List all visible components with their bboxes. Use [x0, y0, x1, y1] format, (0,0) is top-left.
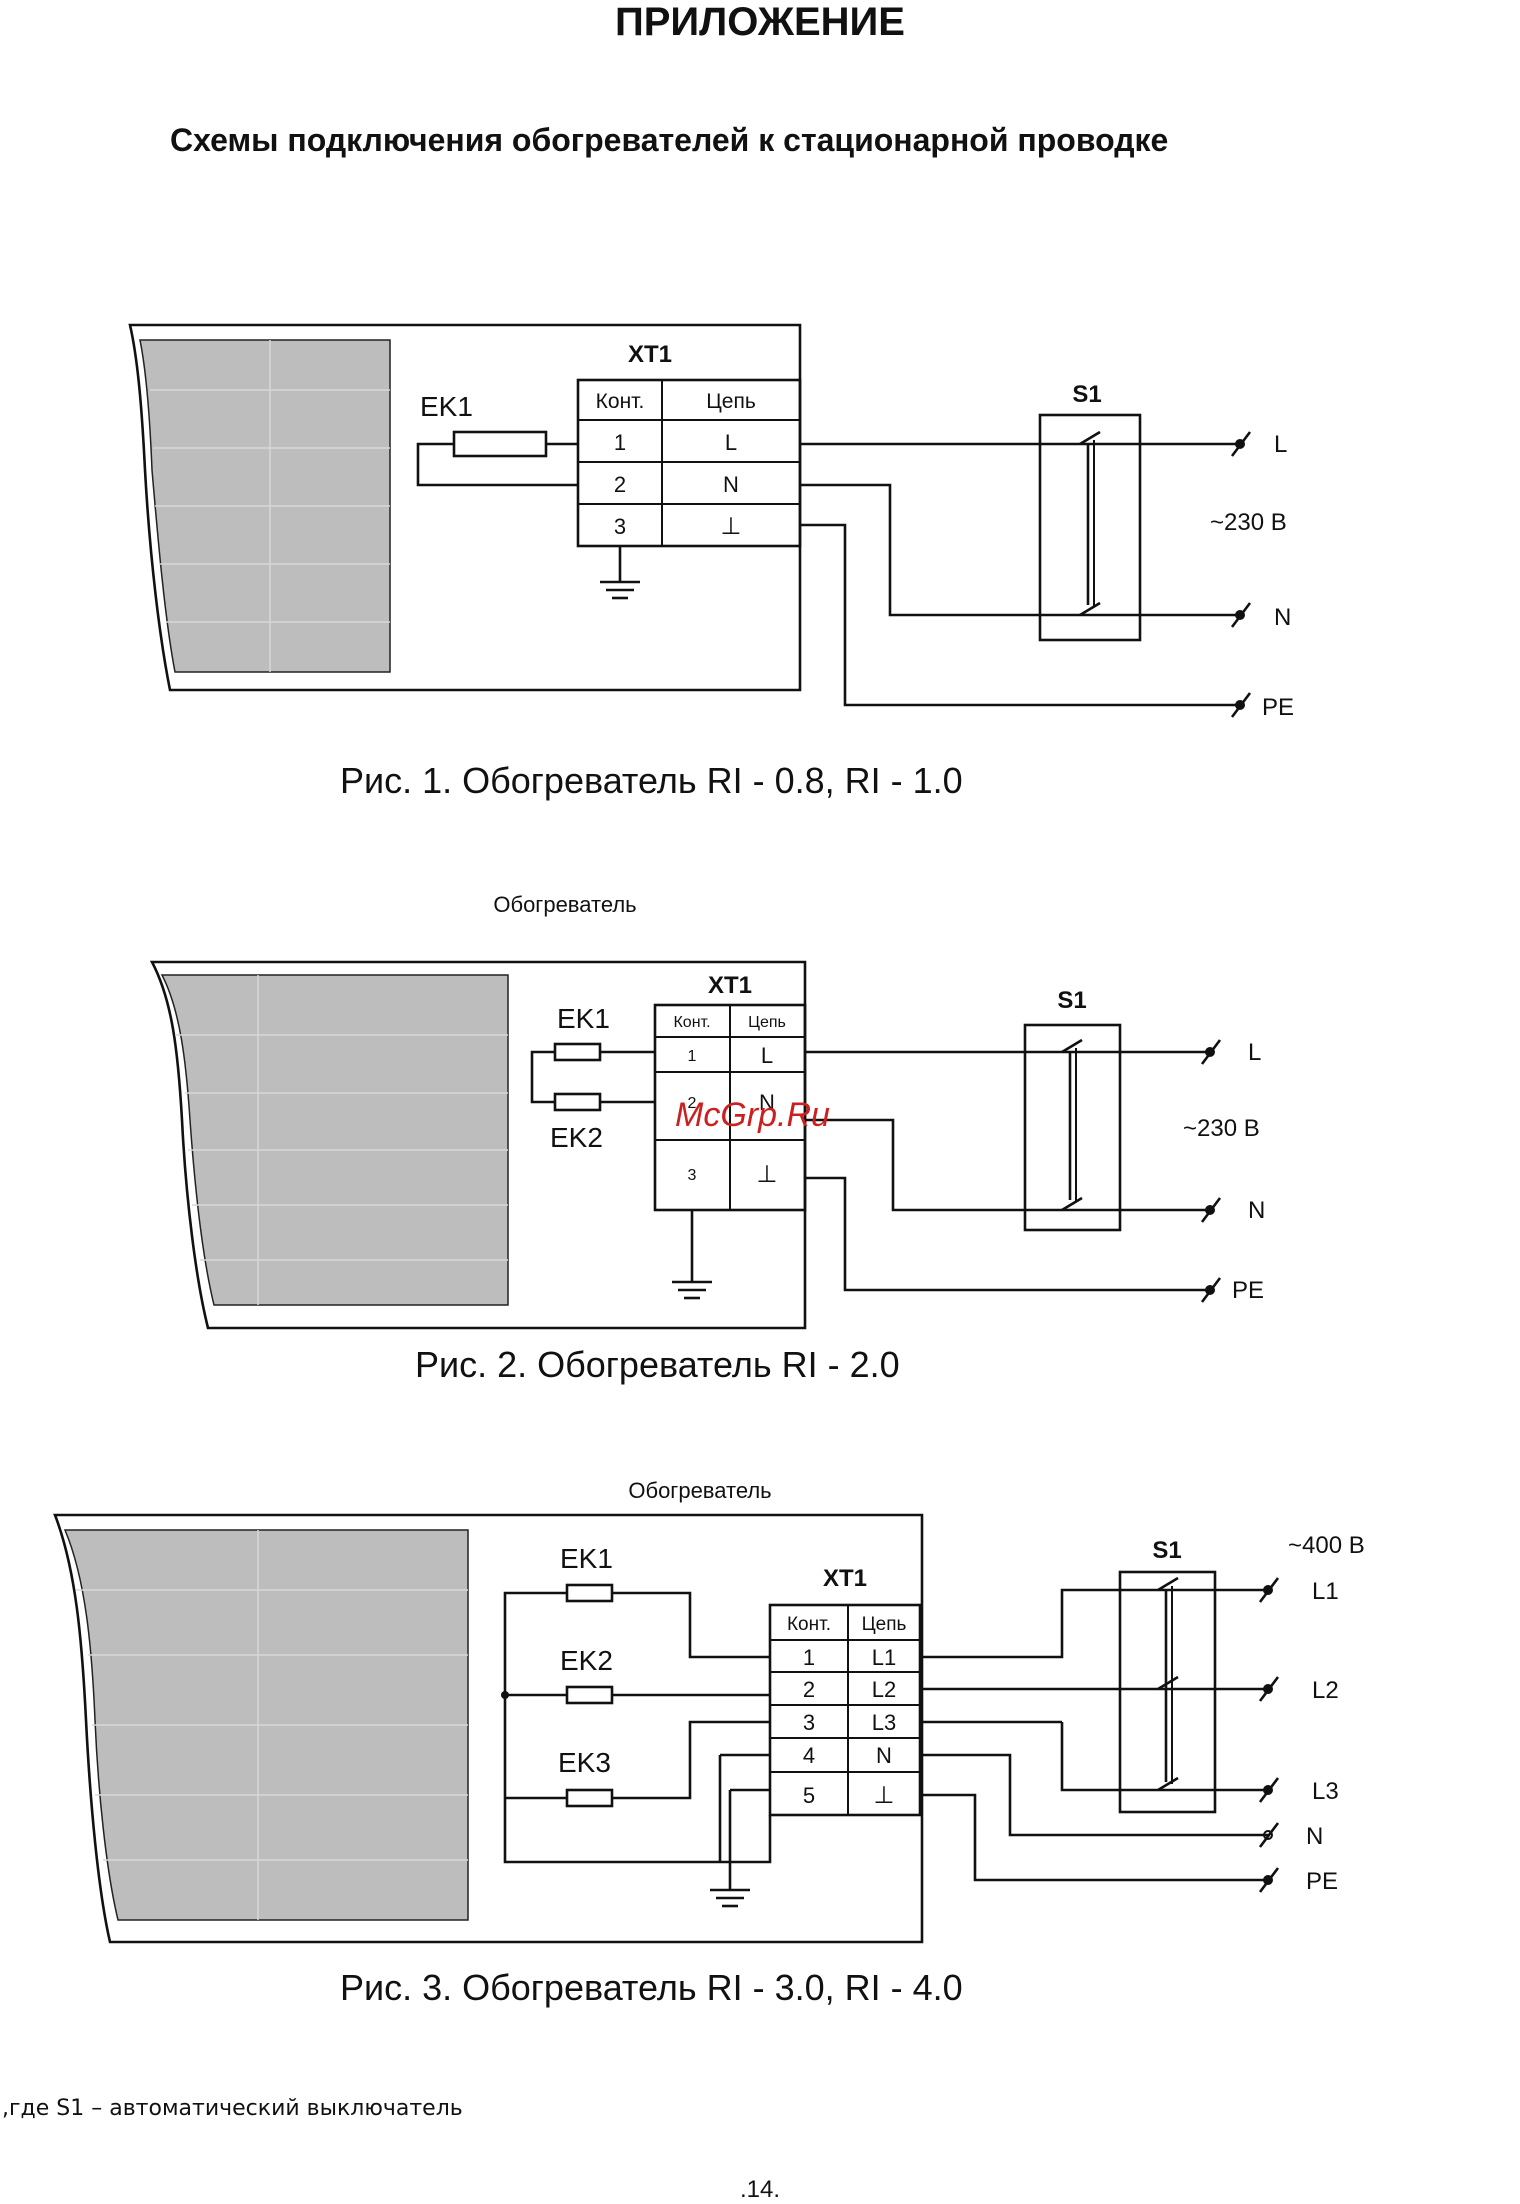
- fig1-line-l: L: [1274, 431, 1287, 458]
- fig3-ek2-label: EK2: [560, 1645, 613, 1676]
- fig3-switch-label: S1: [1152, 1537, 1181, 1564]
- fig3-line-l3: L3: [1312, 1778, 1339, 1805]
- fig1-line-pe: PE: [1262, 694, 1294, 721]
- section-title: Схемы подключения обогревателей к стацио…: [170, 122, 1169, 158]
- fig3-heater-label: Обогреватель: [628, 1478, 771, 1503]
- fig2-ek1-label: EK1: [557, 1003, 610, 1034]
- figure-3-diagram: Обогреватель XT1 Конт. Цепь 1 L1 2 L2 3 …: [53, 1478, 1365, 1944]
- fig2-heater-label: Обогреватель: [493, 892, 636, 917]
- figure-2-diagram: Обогреватель XT1 Конт. Цепь 1 L 2 N 3 ⊥ …: [149, 892, 1265, 1330]
- fig3-row1-circuit: L1: [872, 1645, 896, 1670]
- fig2-row1-contact: 1: [688, 1048, 697, 1065]
- fig1-ek1-label: EK1: [420, 391, 473, 422]
- fig3-row1-contact: 1: [803, 1645, 815, 1670]
- fig3-line-pe: PE: [1306, 1868, 1338, 1895]
- fig3-ek3-resistor: [565, 1788, 614, 1808]
- fig2-terminal-label: XT1: [708, 972, 752, 999]
- fig2-switch-label: S1: [1057, 987, 1086, 1014]
- fig3-line-l2: L2: [1312, 1677, 1339, 1704]
- fig3-ground-icon: [710, 1788, 770, 1908]
- fig2-row1-circuit: L: [761, 1043, 773, 1068]
- fig1-caption: Рис. 1. Обогреватель RI - 0.8, RI - 1.0: [340, 760, 963, 801]
- fig2-ek2-label: EK2: [550, 1122, 603, 1153]
- fig3-line-terminal-icons: [1258, 1577, 1280, 1893]
- fig1-row1-circuit: L: [725, 430, 737, 455]
- page-title: ПРИЛОЖЕНИЕ: [615, 0, 905, 44]
- fig1-line-n: N: [1274, 604, 1291, 631]
- fig2-row2-circuit: N: [759, 1090, 775, 1115]
- fig2-row3-circuit: ⊥: [757, 1161, 778, 1188]
- fig2-ground-icon: [672, 1210, 712, 1300]
- fig1-row2-contact: 2: [614, 472, 626, 497]
- fig2-row2-contact: 2: [688, 1095, 697, 1112]
- fig3-ek2-resistor: [565, 1685, 614, 1705]
- fig3-row3-contact: 3: [803, 1710, 815, 1735]
- fig2-ek2-resistor: [553, 1092, 602, 1112]
- figure-1-diagram: XT1 Конт. Цепь 1 L 2 N 3 ⊥ EK1 S1: [128, 323, 1294, 721]
- fig2-switch-s1: [1023, 1023, 1122, 1232]
- fig3-row3-circuit: L3: [872, 1710, 896, 1735]
- fig1-header-circuit: Цепь: [706, 390, 756, 413]
- fig1-row1-contact: 1: [614, 430, 626, 455]
- fig3-row4-circuit: N: [876, 1743, 892, 1768]
- fig3-row5-circuit: ⊥: [874, 1782, 895, 1809]
- fig1-ek1-resistor: [452, 430, 548, 458]
- fig3-line-n: N: [1306, 1823, 1323, 1850]
- fig1-row3-circuit: ⊥: [721, 513, 742, 540]
- fig3-voltage: ~400 В: [1288, 1532, 1365, 1559]
- fig3-ek3-label: EK3: [558, 1747, 611, 1778]
- fig3-ek1-resistor: [565, 1583, 614, 1603]
- fig3-row5-contact: 5: [803, 1783, 815, 1808]
- fig2-row3-contact: 3: [688, 1167, 697, 1184]
- fig2-header-contact: Конт.: [673, 1014, 710, 1031]
- fig3-header-circuit: Цепь: [862, 1614, 907, 1635]
- fig2-line-l: L: [1248, 1039, 1261, 1066]
- page-number: .14.: [739, 2176, 781, 2203]
- fig1-ground-icon: [600, 546, 640, 600]
- footnote: ,где S1 – автоматический выключатель: [2, 2096, 463, 2121]
- fig2-header-circuit: Цепь: [748, 1014, 786, 1031]
- fig2-line-terminal-icons: [1200, 1039, 1222, 1303]
- fig3-header-contact: Конт.: [787, 1614, 831, 1635]
- fig3-ek1-label: EK1: [560, 1543, 613, 1574]
- fig1-line-terminal-icons: [1230, 431, 1252, 718]
- fig1-row2-circuit: N: [723, 472, 739, 497]
- fig3-caption: Рис. 3. Обогреватель RI - 3.0, RI - 4.0: [340, 1967, 963, 2008]
- fig3-row2-circuit: L2: [872, 1677, 896, 1702]
- fig1-header-contact: Конт.: [596, 390, 645, 413]
- fig2-line-pe: PE: [1232, 1277, 1264, 1304]
- fig3-row2-contact: 2: [803, 1677, 815, 1702]
- fig3-row4-contact: 4: [803, 1743, 815, 1768]
- fig1-row3-contact: 3: [614, 514, 626, 539]
- fig2-voltage: ~230 В: [1183, 1115, 1260, 1142]
- fig3-terminal-label: XT1: [823, 1565, 867, 1592]
- fig2-line-n: N: [1248, 1197, 1265, 1224]
- fig1-switch-label: S1: [1072, 381, 1101, 408]
- fig2-caption: Рис. 2. Обогреватель RI - 2.0: [415, 1344, 900, 1385]
- fig3-line-l1: L1: [1312, 1578, 1339, 1605]
- fig3-switch-s1: [1118, 1570, 1217, 1814]
- fig1-voltage: ~230 В: [1210, 509, 1287, 536]
- watermark: McGrp.Ru: [675, 1096, 830, 1134]
- fig2-ek1-resistor: [553, 1042, 602, 1062]
- fig1-switch-s1: [1038, 413, 1142, 642]
- fig1-terminal-label: XT1: [628, 341, 672, 368]
